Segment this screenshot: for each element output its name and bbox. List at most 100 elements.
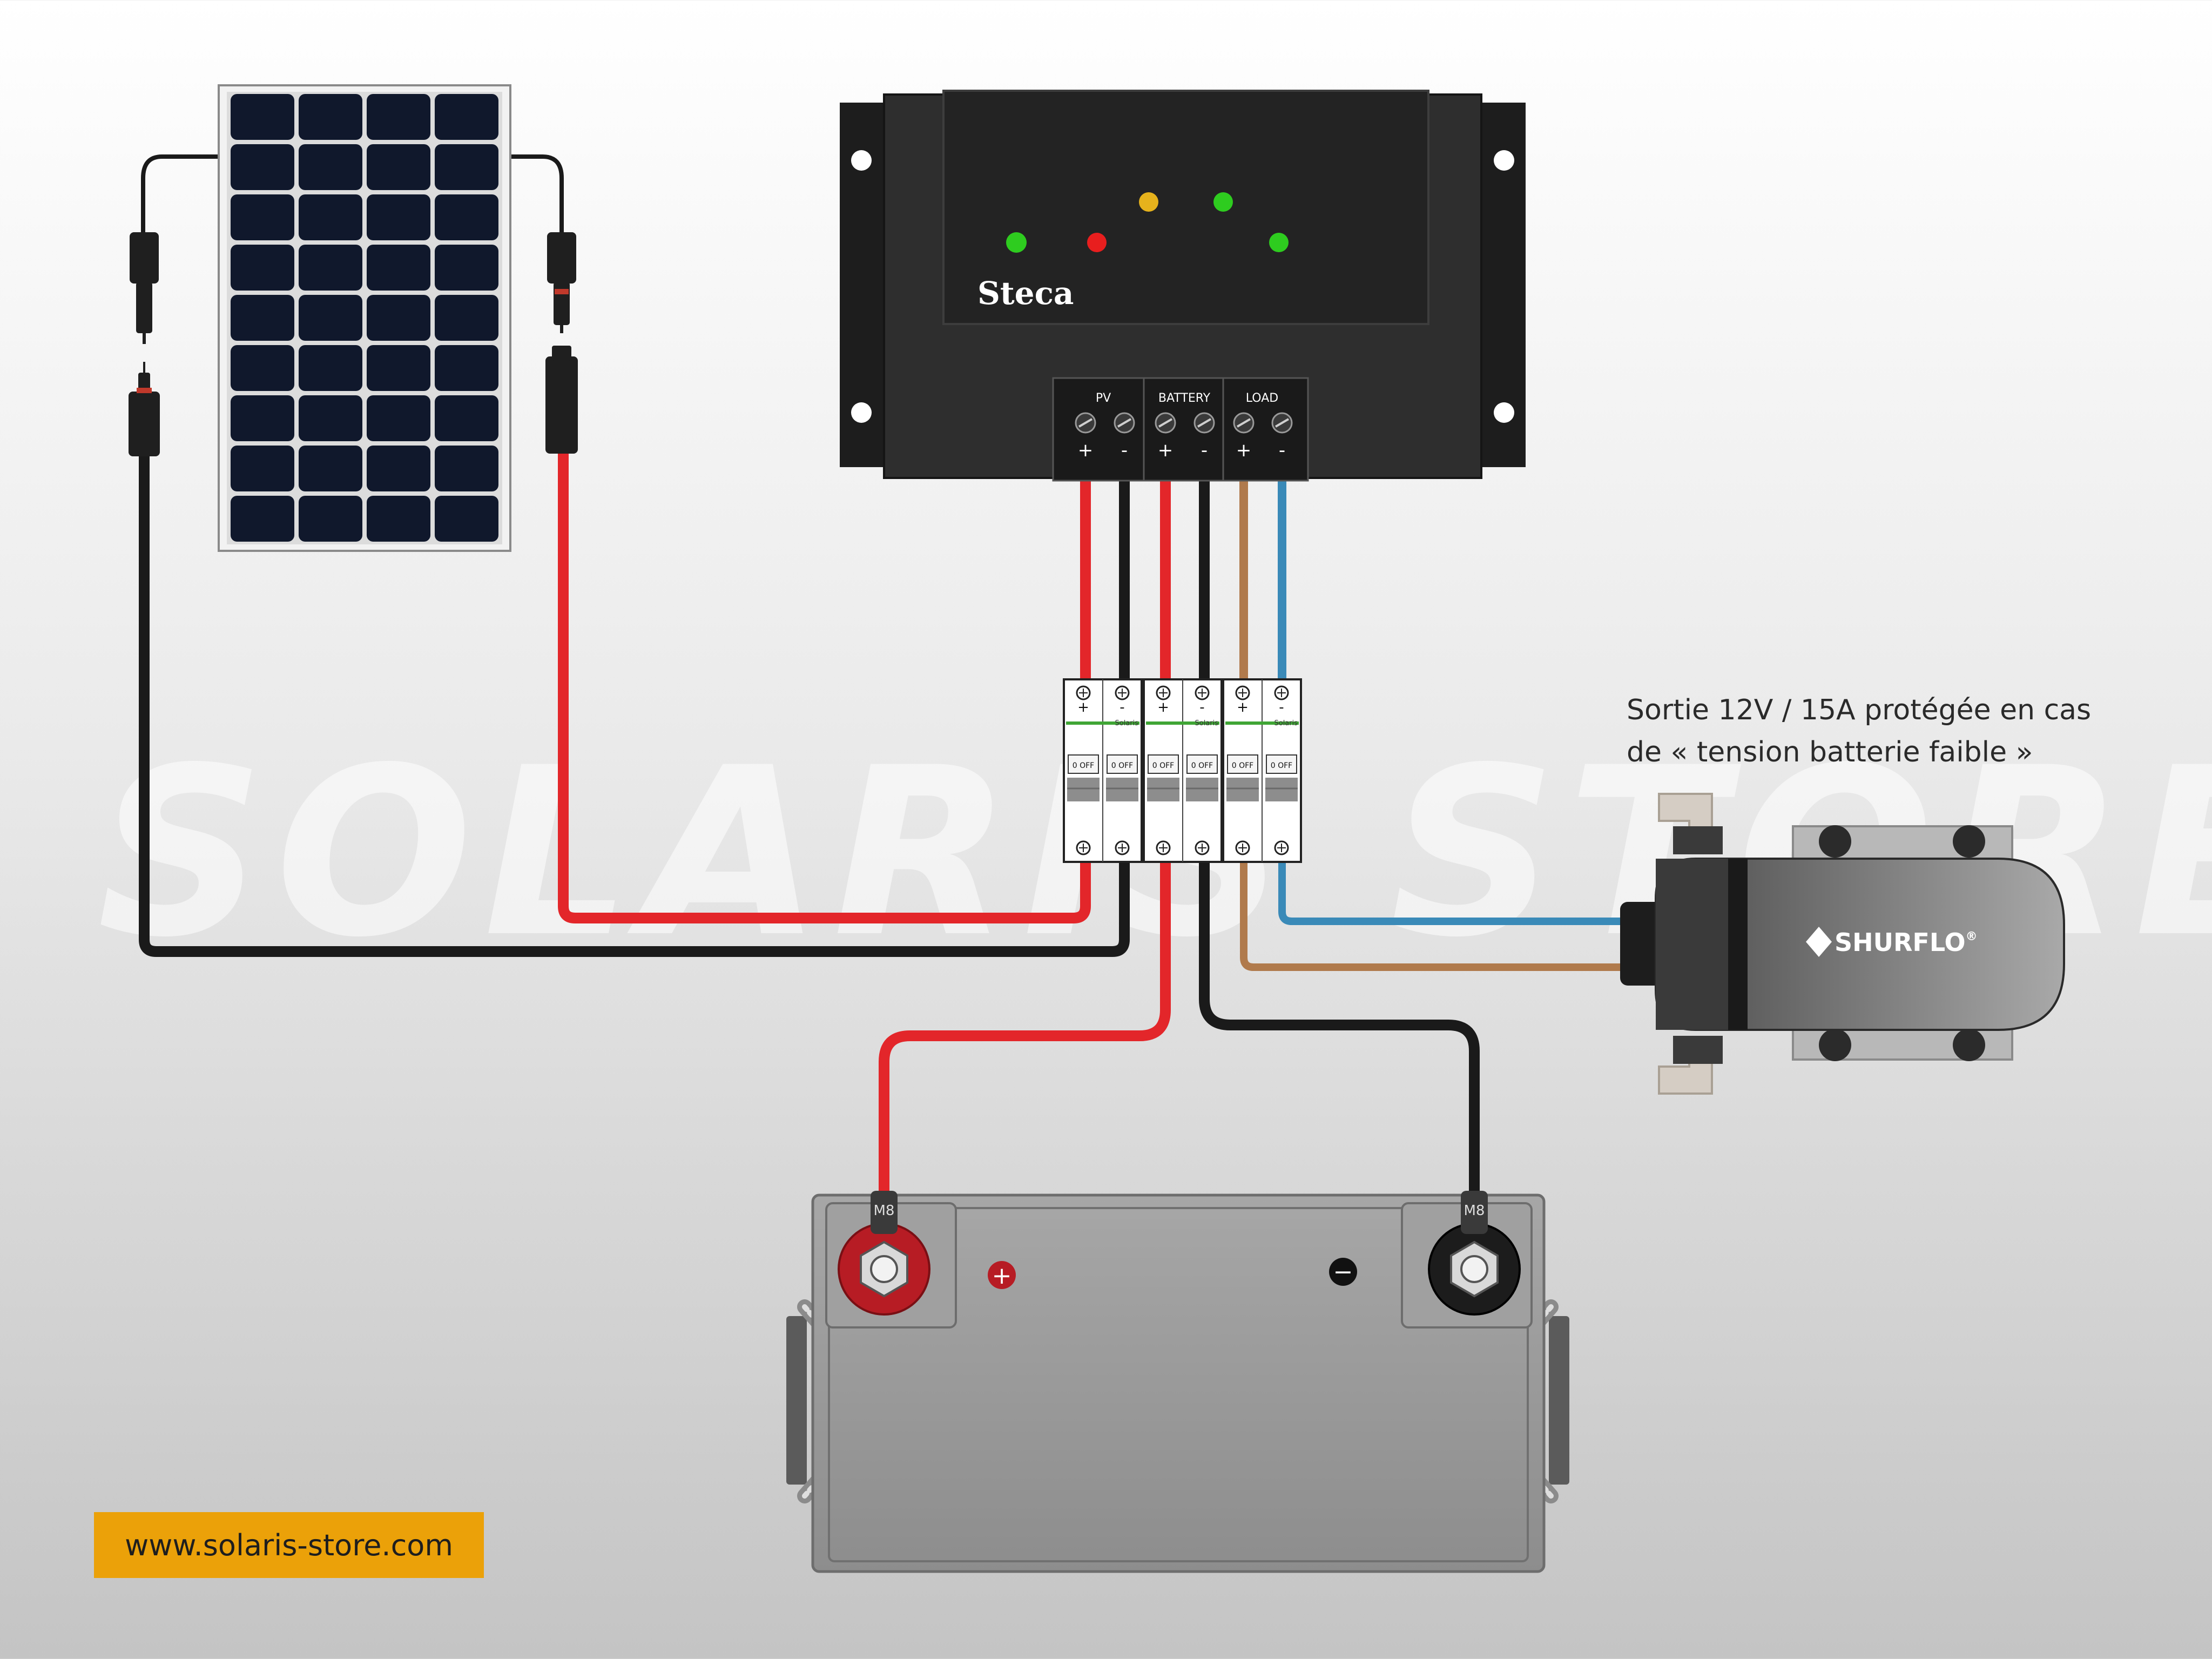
solar-cell: [367, 245, 430, 291]
load-output-note: Sortie 12V / 15A protégée en cas de « te…: [1627, 689, 2167, 773]
breaker-plus-label: +: [1157, 699, 1169, 716]
solar-cell: [231, 345, 294, 391]
solar-cell: [367, 496, 430, 542]
solar-cell: [299, 395, 362, 441]
breaker-off-label: 0 OFF: [1191, 761, 1213, 770]
solar-cell: [299, 245, 362, 291]
breaker-switch[interactable]: [1068, 754, 1099, 774]
breaker-switch[interactable]: [1227, 754, 1258, 774]
panel-negative-wire: [139, 448, 1130, 957]
breaker-brand: Solaris: [1115, 719, 1138, 727]
breaker-switch[interactable]: [1186, 754, 1218, 774]
solar-cell: [231, 194, 294, 240]
solar-cell: [299, 496, 362, 542]
breaker-green-strip: [1225, 721, 1299, 725]
controller-panel: [942, 90, 1429, 325]
screw-slot: [1117, 418, 1132, 428]
solar-cell: [231, 395, 294, 441]
solar-cell: [435, 295, 498, 341]
screw-slot: [1158, 418, 1173, 428]
terminal-block: [1052, 377, 1309, 482]
solar-cell: [299, 295, 362, 341]
terminal-label-battery: BATTERY: [1158, 392, 1211, 405]
led-yellow: [1139, 192, 1158, 212]
solar-cell: [435, 94, 498, 140]
charge-controller: Steca PV BATTERY LOAD + - + - + -: [840, 90, 1526, 482]
breaker-switch[interactable]: [1107, 754, 1138, 774]
battery-case: [811, 1193, 1546, 1573]
battery: M8 M8 + −: [786, 1191, 1569, 1573]
breaker-off-label: 0 OFF: [1271, 761, 1292, 770]
solar-cell: [231, 446, 294, 491]
battery-plus-label: +: [1158, 440, 1174, 461]
breaker-toggle: [1067, 778, 1100, 801]
website-url-badge[interactable]: www.solaris-store.com: [94, 1512, 484, 1578]
pv-plus-label: +: [1078, 440, 1094, 461]
positive-bolt-label: M8: [874, 1203, 895, 1219]
pv-minus-label: -: [1121, 440, 1128, 461]
solar-cell: [367, 295, 430, 341]
breaker-switch[interactable]: [1148, 754, 1179, 774]
breaker-switch[interactable]: [1266, 754, 1297, 774]
solar-cell: [299, 194, 362, 240]
breaker-minus-label: -: [1279, 699, 1284, 716]
solar-cell: [435, 345, 498, 391]
led-green-1: [1006, 232, 1027, 253]
breaker-module: Solaris +0 OFF - 0 OFF: [1222, 678, 1302, 863]
breaker-plus-label: +: [1077, 699, 1089, 716]
battery-handle-left: [786, 1316, 807, 1485]
breaker-off-label: 0 OFF: [1232, 761, 1253, 770]
solar-cell: [367, 144, 430, 190]
battery-positive-wire: [879, 842, 1171, 1199]
breaker-toggle: [1226, 778, 1259, 801]
solar-cell: [367, 446, 430, 491]
note-line-1: Sortie 12V / 15A protégée en cas: [1627, 694, 2092, 726]
solar-cell: [435, 245, 498, 291]
load-minus-label: -: [1279, 440, 1285, 461]
panel-right-cable: [505, 154, 564, 240]
breaker-module: Solaris+0 OFF-0 OFF: [1063, 678, 1143, 863]
minus-symbol-icon: [1329, 1258, 1357, 1286]
solar-cell: [367, 395, 430, 441]
breaker-brand: Solaris: [1274, 719, 1298, 727]
wires: [139, 154, 1629, 1199]
solar-cell: [435, 144, 498, 190]
breaker-plus-label: +: [1237, 699, 1249, 716]
screw-slot: [1274, 418, 1290, 428]
breaker-green-strip: [1146, 721, 1219, 725]
mc4-right-male: [545, 356, 578, 454]
battery-handle-right: [1549, 1316, 1569, 1485]
note-line-2: de « tension batterie faible »: [1627, 736, 2033, 768]
pump-brand: SHURFLO®: [1835, 928, 1978, 957]
plus-symbol-icon: [988, 1261, 1016, 1289]
breaker-off-label: 0 OFF: [1111, 761, 1133, 770]
solar-cell: [367, 94, 430, 140]
battery-negative-wire: [1199, 842, 1480, 1199]
terminal-label-pv: PV: [1096, 392, 1111, 405]
solar-cell: [231, 295, 294, 341]
solar-cell: [299, 345, 362, 391]
shurflo-logo-icon: [1806, 927, 1832, 957]
negative-bolt-label: M8: [1464, 1203, 1485, 1219]
breaker-minus-label: -: [1120, 699, 1124, 716]
mc4-connectors: [129, 232, 578, 456]
mc4-left-male: [129, 392, 160, 456]
terminal-label-load: LOAD: [1246, 392, 1278, 405]
screw-slot: [1236, 418, 1251, 428]
battery-minus-label: -: [1201, 440, 1208, 461]
mc4-left-female: [130, 232, 159, 284]
led-green-3: [1269, 233, 1289, 252]
breaker-toggle: [1106, 778, 1138, 801]
screw-slot: [1197, 418, 1212, 428]
breaker-green-strip: [1066, 721, 1139, 725]
mc4-right-female: [547, 232, 576, 284]
solar-cell: [435, 395, 498, 441]
solar-cell: [367, 194, 430, 240]
solar-cell: [231, 144, 294, 190]
breaker-module: Solaris+0 OFF-0 OFF: [1143, 678, 1223, 863]
panel-positive-wire: [558, 448, 1091, 923]
led-red: [1087, 233, 1107, 252]
solar-cell: [367, 345, 430, 391]
